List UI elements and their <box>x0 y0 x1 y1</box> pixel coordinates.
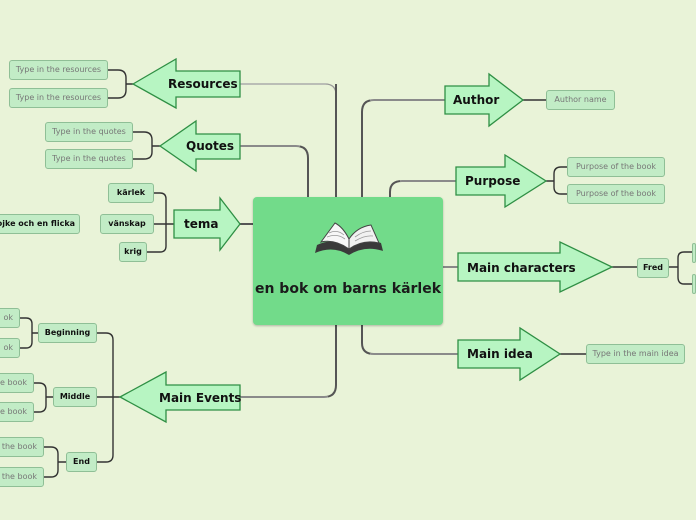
beginning-child-2[interactable]: ok <box>0 338 20 358</box>
fred-child-2[interactable] <box>692 274 696 294</box>
resources-child-1[interactable]: Type in the resources <box>9 60 108 80</box>
purpose-arrow[interactable] <box>455 153 548 209</box>
purpose-child-1[interactable]: Purpose of the book <box>567 157 665 177</box>
tema-child-karlek[interactable]: kärlek <box>108 183 154 203</box>
connector-beginning-children <box>20 317 38 349</box>
tema-arrow[interactable] <box>173 196 241 252</box>
main-idea-child-1[interactable]: Type in the main idea <box>586 344 685 364</box>
main-characters-label: Main characters <box>467 261 576 275</box>
connector-quotes <box>240 145 309 197</box>
main-events-label: Main Events <box>159 391 242 405</box>
tema-child-vanskap[interactable]: vänskap <box>100 214 154 234</box>
quotes-arrow[interactable] <box>158 119 241 173</box>
author-label: Author <box>453 93 500 107</box>
middle-child-1[interactable]: e book <box>0 373 34 393</box>
connector-purpose-children <box>546 166 567 195</box>
quotes-label: Quotes <box>186 139 235 153</box>
quotes-child-2[interactable]: Type in the quotes <box>45 149 133 169</box>
vanskap-child[interactable]: pojke och en flicka <box>0 214 80 234</box>
connector-purpose <box>389 180 456 197</box>
main-idea-label: Main idea <box>467 347 533 361</box>
connector-middle-children <box>34 382 53 413</box>
tema-label: tema <box>184 217 219 231</box>
author-arrow[interactable] <box>444 72 525 128</box>
connector-fred-children <box>669 251 692 285</box>
main-characters-child-fred[interactable]: Fred <box>637 258 669 278</box>
main-events-arrow[interactable] <box>118 370 241 424</box>
resources-label: Resources <box>168 77 238 91</box>
connector-end-children <box>44 446 66 478</box>
resources-arrow[interactable] <box>131 57 241 110</box>
author-child-1[interactable]: Author name <box>546 90 615 110</box>
connector-main-idea <box>361 325 458 355</box>
middle-child-2[interactable]: e book <box>0 402 34 422</box>
connector-main-events <box>240 325 337 398</box>
main-events-end[interactable]: End <box>66 452 97 472</box>
quotes-child-1[interactable]: Type in the quotes <box>45 122 133 142</box>
central-topic[interactable]: en bok om barns kärlek <box>253 197 443 325</box>
beginning-child-1[interactable]: ok <box>0 308 20 328</box>
main-events-beginning[interactable]: Beginning <box>38 323 97 343</box>
main-idea-arrow[interactable] <box>457 326 562 382</box>
main-characters-arrow[interactable] <box>457 240 614 294</box>
purpose-label: Purpose <box>465 174 521 188</box>
fred-child-1[interactable] <box>692 243 696 263</box>
connector-resources-children <box>108 69 133 99</box>
resources-child-2[interactable]: Type in the resources <box>9 88 108 108</box>
connector-tema-children <box>147 192 174 253</box>
book-icon <box>315 222 383 255</box>
connector-author <box>361 99 445 197</box>
end-child-2[interactable]: the book <box>0 467 44 487</box>
central-topic-title: en bok om barns kärlek <box>254 281 442 297</box>
connector-resources <box>240 83 337 197</box>
tema-child-krig[interactable]: krig <box>119 242 147 262</box>
main-events-middle[interactable]: Middle <box>53 387 97 407</box>
end-child-1[interactable]: the book <box>0 437 44 457</box>
purpose-child-2[interactable]: Purpose of the book <box>567 184 665 204</box>
connector-quotes-children <box>133 131 160 160</box>
